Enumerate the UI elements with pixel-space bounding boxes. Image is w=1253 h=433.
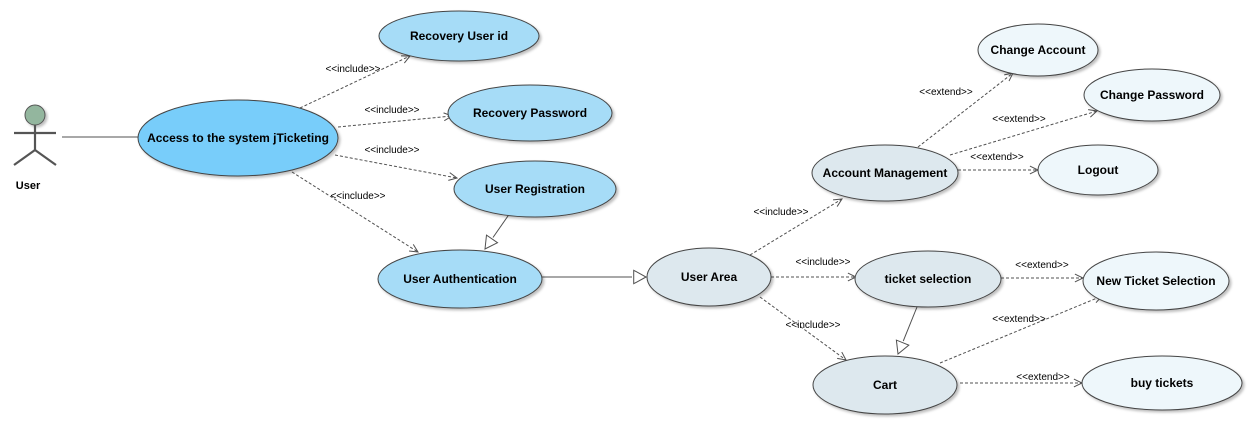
relationship-line [949,110,1098,156]
use-case-ellipse [137,99,339,177]
use-case-new-ticket-selection[interactable]: New Ticket Selection [1082,251,1230,311]
relationship-line [902,306,918,342]
actor-user[interactable]: User [13,104,57,192]
use-case-buy-tickets[interactable]: buy tickets [1081,355,1243,411]
relationship-generalization-user_registration-user_authentication [484,212,511,250]
relationship-extend-cart-new_ticket_selection [939,294,1104,364]
use-case-label: Change Password [1100,88,1204,102]
relationship-line [291,171,419,253]
relationship-line [939,295,1103,364]
relationship-line [334,154,458,179]
include-stereotype-label: <<include>> [330,191,385,202]
include-stereotype-label: <<include>> [753,207,808,218]
use-case-label: Account Management [823,166,948,180]
use-case-user-area[interactable]: User Area [646,247,772,307]
relationship-line [749,198,843,256]
include-stereotype-label: <<include>> [795,257,850,268]
generalization-arrowhead [633,269,648,285]
relationship-include-user_area-cart [759,296,847,361]
use-case-recovery-user-id[interactable]: Recovery User id [378,10,540,62]
relationship-line [337,115,453,128]
relationship-line [917,72,1014,148]
include-stereotype-label: <<include>> [325,64,380,75]
use-case-label: Recovery Password [473,106,587,120]
include-stereotype-label: <<include>> [785,320,840,331]
use-case-recovery-password[interactable]: Recovery Password [447,84,613,142]
extend-stereotype-label: <<extend>> [992,314,1046,325]
use-case-label: Access to the system jTicketing [147,131,329,145]
dependency-arrowhead [837,351,847,361]
dependency-arrowhead [409,244,419,253]
dependency-arrowhead [448,172,459,181]
use-case-ellipse [447,84,613,142]
relationship-line [492,212,511,238]
use-case-logout[interactable]: Logout [1037,144,1159,196]
use-case-ticket-selection[interactable]: ticket selection [854,250,1002,308]
include-stereotype-label: <<include>> [364,105,419,116]
dependency-arrowhead [400,55,412,64]
use-case-access[interactable]: Access to the system jTicketing [137,99,339,177]
use-case-ellipse [646,247,772,307]
use-case-ellipse [1083,68,1221,122]
relationship-line [759,296,847,361]
use-case-label: New Ticket Selection [1096,274,1215,288]
relationship-include-user_area-ticket_selection [771,272,858,282]
relationship-generalization-user_authentication-user_area [542,269,648,285]
relationship-line [299,55,411,109]
extend-stereotype-label: <<extend>> [1015,260,1069,271]
use-case-label: Recovery User id [410,29,508,43]
use-case-ellipse [1037,144,1159,196]
extend-stereotype-label: <<extend>> [992,114,1046,125]
generalization-arrowhead [484,234,499,250]
use-case-cart[interactable]: Cart [812,355,958,415]
use-case-label: Change Account [991,43,1086,57]
dependency-arrowhead [1088,109,1099,118]
use-case-ellipse [453,160,617,218]
extend-stereotype-label: <<extend>> [919,87,973,98]
use-case-ellipse [854,250,1002,308]
dependency-arrowhead [832,198,843,207]
use-case-ellipse [1082,251,1230,311]
use-case-ellipse [378,10,540,62]
use-case-user-registration[interactable]: User Registration [453,160,617,218]
relationship-extend-account_management-logout [958,165,1040,175]
extend-stereotype-label: <<extend>> [1016,372,1070,383]
use-case-label: ticket selection [885,272,972,286]
use-case-layer: Access to the system jTicketing Recovery … [137,10,1243,415]
use-case-ellipse [377,249,543,309]
relationship-extend-ticket_selection-new_ticket_selection [1001,273,1085,283]
relationship-generalization-ticket_selection-cart [895,306,918,355]
use-case-label: buy tickets [1131,376,1194,390]
stereotype-label-layer: <<include>> <<include>> <<include>> <<inclu… [325,64,1069,383]
use-case-ellipse [811,144,959,202]
use-case-label: User Authentication [403,272,517,286]
use-case-account-management[interactable]: Account Management [811,144,959,202]
use-case-label: User Area [681,270,738,284]
use-case-ellipse [1081,355,1243,411]
use-case-change-account[interactable]: Change Account [977,23,1099,77]
relationship-extend-account_management-change_account [917,72,1014,148]
generalization-arrowhead [895,339,910,355]
use-case-label: Cart [873,378,897,392]
actor-icon [13,104,57,166]
use-case-change-password[interactable]: Change Password [1083,68,1221,122]
include-stereotype-label: <<include>> [364,145,419,156]
relationship-include-access-user_authentication [291,171,419,253]
use-case-label: User Registration [485,182,585,196]
actor-label: User [16,180,41,192]
use-case-ellipse [977,23,1099,77]
relationship-include-user_area-account_management [749,198,843,256]
use-case-user-authentication[interactable]: User Authentication [377,249,543,309]
extend-stereotype-label: <<extend>> [970,152,1024,163]
dependency-arrowhead [1004,72,1014,82]
relationship-include-access-user_registration [334,154,459,181]
use-case-label: Logout [1078,163,1119,177]
use-case-ellipse [812,355,958,415]
relationship-extend-account_management-change_password [949,109,1099,156]
